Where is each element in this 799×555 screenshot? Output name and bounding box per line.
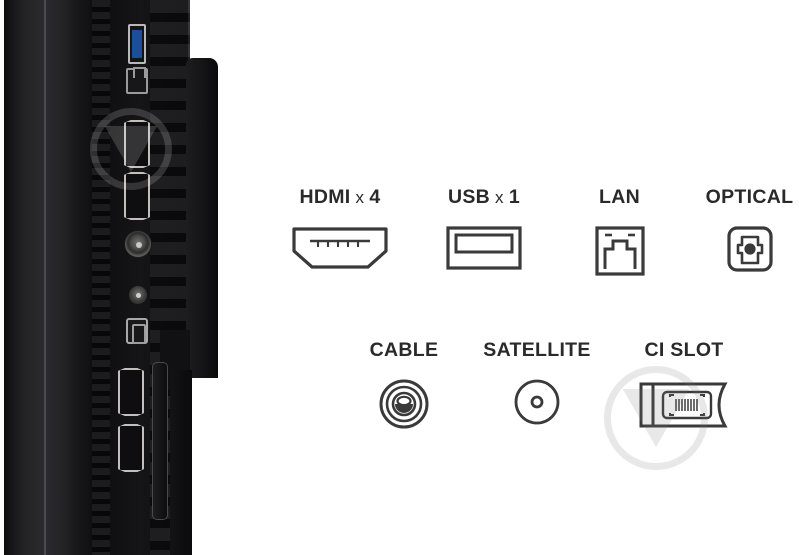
bezel-highlight-line: [44, 0, 46, 555]
tv-vent-ribs: [92, 0, 112, 555]
ci-slot-card-icon: [630, 378, 738, 432]
spec-satellite: SATELLITE: [478, 339, 596, 426]
spec-usb-name: USB: [447, 186, 491, 208]
spec-usb-count: 1: [508, 186, 521, 208]
tv-side-panel-photo: [0, 0, 232, 555]
coaxial-cable-icon: [362, 378, 446, 430]
tv-rear-cover-lower: [170, 370, 192, 555]
spec-optical-label: OPTICAL: [705, 186, 794, 208]
spec-optical: OPTICAL: [700, 186, 799, 273]
photo-lan-rj45-port: [126, 67, 148, 94]
spec-ci-slot: CI SLOT: [630, 339, 738, 432]
photo-hdmi-port-2: [124, 172, 150, 220]
lan-rj45-icon: [582, 225, 657, 277]
tv-rear-cover-upper: [186, 58, 218, 378]
photo-left-edge: [0, 0, 5, 555]
photo-hdmi-port-4: [118, 424, 144, 472]
spec-ci-slot-label: CI SLOT: [644, 339, 724, 361]
spec-lan-label: LAN: [599, 186, 640, 208]
spec-hdmi-name: HDMI: [299, 186, 351, 208]
usb-icon: [441, 225, 527, 271]
optical-toslink-icon: [700, 225, 799, 273]
spec-usb-multiplier: x: [495, 188, 504, 207]
spec-usb: USB x 1: [441, 186, 527, 271]
photo-hdmi-port-3: [118, 368, 144, 416]
tv-front-bezel: [4, 0, 100, 555]
photo-satellite-port: [128, 285, 148, 305]
photo-ci-slot: [152, 362, 168, 520]
spec-satellite-label: SATELLITE: [483, 339, 591, 361]
spec-hdmi-multiplier: x: [355, 188, 365, 207]
spec-cable: CABLE: [362, 339, 446, 430]
photo-usb-3-port: [128, 24, 146, 64]
photo-optical-audio-port: [126, 318, 148, 344]
photo-coaxial-cable-port: [124, 230, 152, 258]
spec-cable-label: CABLE: [369, 339, 439, 361]
hdmi-icon: [285, 225, 395, 271]
satellite-lnb-icon: [478, 378, 596, 426]
photo-hdmi-port-1: [124, 120, 150, 168]
spec-lan: LAN: [582, 186, 657, 277]
spec-hdmi: HDMI x 4: [285, 186, 395, 271]
spec-hdmi-count: 4: [369, 186, 381, 208]
spec-usb-label: USB x 1: [441, 186, 527, 208]
spec-hdmi-label: HDMI x 4: [285, 186, 395, 208]
